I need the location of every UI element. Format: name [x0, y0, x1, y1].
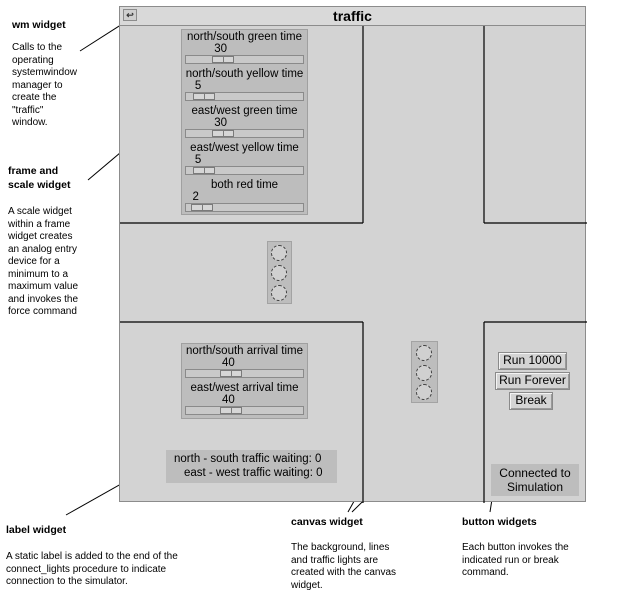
annotation-line: create the — [12, 92, 57, 103]
traffic-light-ns — [411, 341, 438, 403]
annotation-line: widget. — [291, 579, 323, 591]
label-widget-annotation-body: A static label is added to the end of th… — [6, 551, 178, 589]
scale-value: 30 — [214, 117, 228, 129]
annotation-line: "traffic" — [12, 104, 44, 116]
annotation-line: operating — [12, 54, 54, 66]
break-button[interactable]: Break — [509, 392, 553, 410]
annotation-line: A scale widget — [8, 206, 72, 217]
scale-slider-handle[interactable] — [212, 130, 235, 137]
wm-widget-annotation-title: wm widget — [12, 19, 66, 31]
connection-line-1: Connected to — [499, 466, 571, 480]
scale-trough[interactable] — [185, 406, 304, 415]
intersection-canvas — [120, 26, 587, 503]
annotation-line: device for a — [8, 256, 60, 267]
annotation-line: command. — [462, 567, 509, 578]
annotation-line: Calls to the — [12, 42, 63, 53]
scale-slider-handle[interactable] — [220, 370, 242, 377]
annotation-line: window. — [12, 117, 48, 128]
scale-trough[interactable] — [185, 55, 304, 64]
annotation-line: and invokes the — [8, 293, 79, 305]
scale-slider-handle[interactable] — [212, 56, 235, 63]
scale-label: east/west green time — [191, 105, 298, 117]
scale-label: north/south yellow time — [185, 68, 304, 80]
scale-slider-handle[interactable] — [192, 167, 215, 174]
annotation-line: manager to — [12, 79, 63, 91]
run-forever-button[interactable]: Run Forever — [495, 372, 570, 390]
annotation-line: an analog entry — [8, 243, 77, 255]
button-widgets-annotation-title: button widgets — [462, 516, 537, 528]
scale-trough[interactable] — [185, 369, 304, 378]
scale-label: north/south arrival time — [186, 345, 303, 357]
connection-line-2: Simulation — [506, 480, 564, 494]
annotation-line: The background, lines — [291, 542, 390, 553]
red-lamp — [271, 245, 287, 261]
scale-slider-handle[interactable] — [220, 407, 242, 414]
scale-trough[interactable] — [185, 129, 304, 138]
scale-value: 30 — [214, 43, 228, 55]
annotation-line: minimum to a — [8, 268, 69, 280]
scale-widget[interactable]: both red time 2 — [182, 178, 307, 215]
scale-value: 40 — [222, 357, 235, 369]
scale-slider-handle[interactable] — [190, 204, 213, 211]
label-widget-annotation-title: label widget — [6, 524, 67, 536]
traffic-light-ew — [267, 241, 292, 304]
yellow-lamp — [416, 365, 432, 381]
canvas-widget-annotation-title: canvas widget — [291, 516, 363, 528]
north-south-waiting: north - south traffic waiting: 0 — [174, 453, 322, 465]
scale-label: both red time — [210, 179, 279, 191]
annotation-line: within a frame — [8, 218, 71, 230]
connection-status-label: Connected to Simulation — [491, 464, 579, 496]
scale-label: east/west arrival time — [190, 382, 299, 394]
frame-annotation-title-2: scale widget — [8, 179, 71, 191]
scale-value: 2 — [192, 191, 199, 203]
window-title-bar[interactable]: ↩ traffic — [120, 7, 585, 26]
annotation-line: widget creates — [8, 231, 73, 242]
green-lamp — [416, 384, 432, 400]
scale-value: 5 — [194, 80, 202, 92]
frame-annotation-title-1: frame and — [8, 165, 59, 177]
annotation-line: connect_lights procedure to indicate — [6, 563, 167, 575]
annotation-line: connection to the simulator. — [6, 576, 128, 587]
green-lamp — [271, 285, 287, 301]
annotation-line: and traffic lights are — [291, 554, 379, 566]
scale-trough[interactable] — [185, 92, 304, 101]
scale-trough[interactable] — [185, 166, 304, 175]
scale-label: east/west yellow time — [190, 142, 299, 154]
traffic-waiting-label: north - south traffic waiting: 0 east - … — [166, 450, 337, 483]
annotation-line: A static label is added to the end of th… — [6, 551, 178, 562]
annotation-line: Each button invokes the — [462, 542, 569, 553]
yellow-lamp — [271, 265, 287, 281]
annotation-line: created with the canvas — [291, 567, 397, 578]
scale-label: north/south green time — [186, 31, 303, 43]
window-title: traffic — [333, 8, 372, 24]
east-west-waiting: east - west traffic waiting: 0 — [184, 467, 323, 479]
window-menu-icon[interactable]: ↩ — [123, 9, 137, 21]
annotation-line: force command — [8, 306, 77, 317]
scale-trough[interactable] — [185, 203, 304, 212]
run-10000-button[interactable]: Run 10000 — [498, 352, 567, 370]
scale-value: 5 — [194, 154, 202, 166]
scale-value: 40 — [222, 394, 235, 406]
scale-slider-handle[interactable] — [192, 93, 215, 100]
annotation-line: maximum value — [8, 281, 79, 292]
annotation-line: systemwindow — [12, 67, 78, 78]
annotation-line: indicated run or break — [462, 554, 559, 566]
red-lamp — [416, 345, 432, 361]
